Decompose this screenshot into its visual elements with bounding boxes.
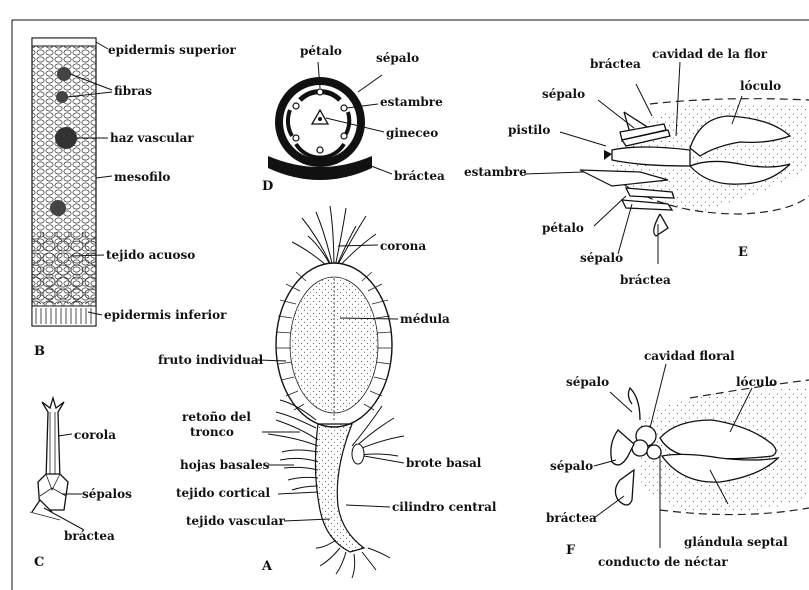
- panel-d-floral-diagram: [268, 77, 372, 180]
- label-bractea-e-top: bráctea: [590, 57, 641, 71]
- label-petalo-d: pétalo: [300, 44, 342, 58]
- label-tejido-vascular: tejido vascular: [186, 514, 286, 528]
- panel-label-b: B: [34, 344, 45, 359]
- label-sepalo-e-bottom: sépalo: [580, 251, 623, 265]
- label-tejido-acuoso: tejido acuoso: [106, 248, 195, 262]
- panel-f-flower-section: [611, 380, 809, 548]
- label-cavidad-flor: cavidad de la flor: [652, 47, 768, 61]
- label-sepalo-d: sépalo: [376, 51, 419, 65]
- label-corola: corola: [74, 428, 116, 442]
- label-estambre-d: estambre: [380, 95, 443, 109]
- label-sepalo-e-top: sépalo: [542, 87, 585, 101]
- label-sepalos: sépalos: [82, 487, 132, 501]
- label-pistilo: pistilo: [508, 123, 550, 137]
- panel-label-e: E: [738, 245, 748, 260]
- label-retono-line1: retoño del: [182, 410, 251, 424]
- label-loculo-e: lóculo: [740, 79, 781, 93]
- label-epidermis-inferior: epidermis inferior: [104, 308, 227, 322]
- label-brote-basal: brote basal: [406, 456, 482, 470]
- panel-b-leaf-section: [32, 38, 96, 326]
- label-hojas-basales: hojas basales: [180, 458, 270, 472]
- label-retono-line2: tronco: [190, 425, 234, 439]
- label-loculo-f: lóculo: [736, 375, 777, 389]
- label-mesofilo: mesofilo: [114, 170, 170, 184]
- label-conducto-nectar: conducto de néctar: [598, 555, 728, 569]
- label-estambre-e: estambre: [464, 165, 527, 179]
- label-gineceo: gineceo: [386, 126, 438, 140]
- label-sepalo-f-top: sépalo: [566, 375, 609, 389]
- label-fibras: fibras: [114, 84, 152, 98]
- label-bractea-c: bráctea: [64, 529, 115, 543]
- label-haz-vascular: haz vascular: [110, 131, 194, 145]
- label-petalo-e: pétalo: [542, 221, 584, 235]
- label-sepalo-f-mid: sépalo: [550, 459, 593, 473]
- panel-a-pineapple: [268, 206, 404, 578]
- panel-label-c: C: [34, 555, 44, 570]
- label-epidermis-superior: epidermis superior: [108, 43, 237, 57]
- label-medula: médula: [400, 312, 450, 326]
- label-tejido-cortical: tejido cortical: [176, 486, 270, 500]
- label-cavidad-floral: cavidad floral: [644, 349, 735, 363]
- label-fruto-individual: fruto individual: [158, 353, 264, 367]
- label-cilindro-central: cilindro central: [392, 500, 497, 514]
- label-bractea-d: bráctea: [394, 169, 445, 183]
- panel-c-flower: [30, 398, 68, 520]
- label-glandula-septal: glándula septal: [684, 535, 788, 549]
- panel-e-flower-section: [580, 99, 809, 236]
- label-corona: corona: [380, 239, 426, 253]
- panel-label-f: F: [566, 543, 576, 558]
- panel-label-a: A: [261, 559, 273, 574]
- label-bractea-e-bottom: bráctea: [620, 273, 671, 287]
- label-bractea-f: bráctea: [546, 511, 597, 525]
- panel-label-d: D: [262, 179, 273, 194]
